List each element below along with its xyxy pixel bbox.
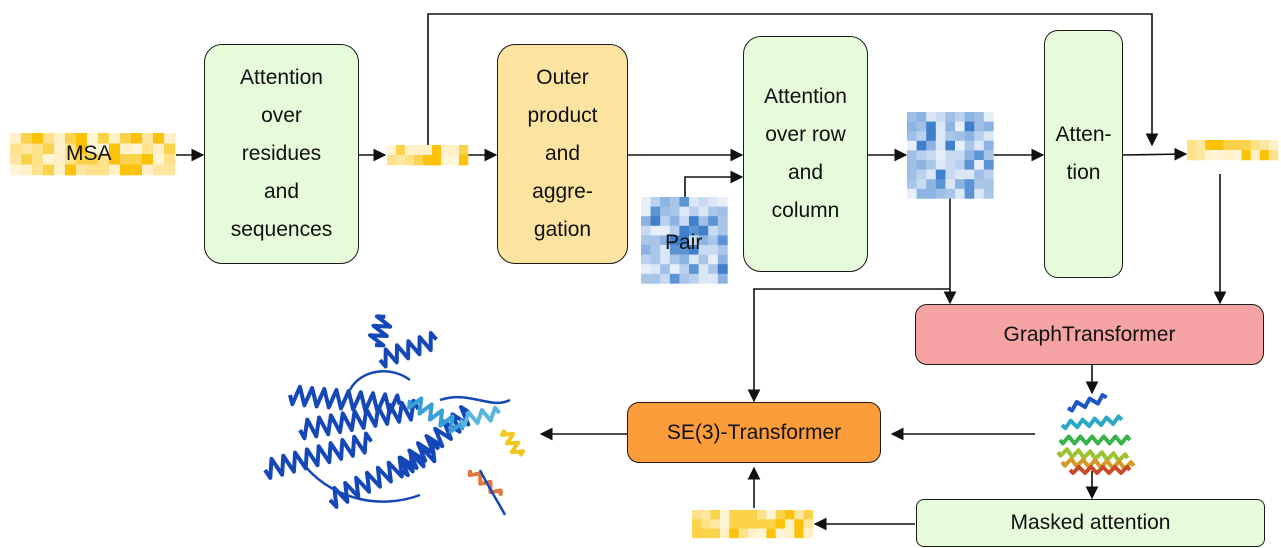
msa-label: MSA <box>66 142 112 165</box>
se3-transformer-box: SE(3)-Transformer <box>627 402 881 463</box>
attention-rowcol-line-4: column <box>771 199 840 222</box>
attention-box: Atten- tion <box>1044 30 1123 278</box>
attention-residues-line-1: Attention <box>240 66 323 89</box>
arrow-pair-to-se3 <box>747 288 950 403</box>
outer-product-line-3: and <box>544 142 581 165</box>
outer-product-line-5: gation <box>533 218 592 241</box>
outer-product-aggregation-box: Outer product and aggre- gation <box>497 44 628 264</box>
arrow-pair-to-rowcol <box>684 170 744 197</box>
msa-tensor-strip <box>10 133 176 176</box>
predicted-protein-structure <box>263 314 526 516</box>
masked-attention-box: Masked attention <box>916 499 1265 547</box>
attention-rowcol-line-3: and <box>787 161 824 184</box>
intermediate-protein-structure <box>1056 393 1136 475</box>
outer-product-line-4: aggre- <box>532 180 593 203</box>
attention-residues-line-4: and <box>263 180 300 203</box>
pair-heatmap-input <box>641 197 728 284</box>
msa-repr-masked-strip <box>692 510 814 539</box>
msa-repr-output-strip <box>1187 140 1279 161</box>
arrow-attention-to-msa-out <box>1121 147 1188 161</box>
attention-rowcol-line-1: Attention <box>764 85 847 108</box>
pair-heatmap-output <box>907 112 994 199</box>
outer-product-line-2: product <box>527 104 598 127</box>
attention-residues-sequences-box: Attention over residues and sequences <box>204 44 359 264</box>
outer-product-line-1: Outer <box>536 66 589 89</box>
graph-transformer-box: GraphTransformer <box>915 304 1264 365</box>
attention-row-column-box: Attention over row and column <box>743 36 868 272</box>
attention-residues-line-5: sequences <box>230 218 333 241</box>
skip-connection-top <box>427 13 1159 147</box>
attention-line-2: tion <box>1066 161 1101 184</box>
attention-rowcol-line-2: over row <box>765 123 846 146</box>
attention-line-1: Atten- <box>1055 123 1112 146</box>
attention-residues-line-3: residues <box>241 142 322 165</box>
attention-residues-line-2: over <box>261 104 302 127</box>
msa-repr-strip <box>387 145 469 166</box>
pair-label: Pair <box>665 231 703 254</box>
